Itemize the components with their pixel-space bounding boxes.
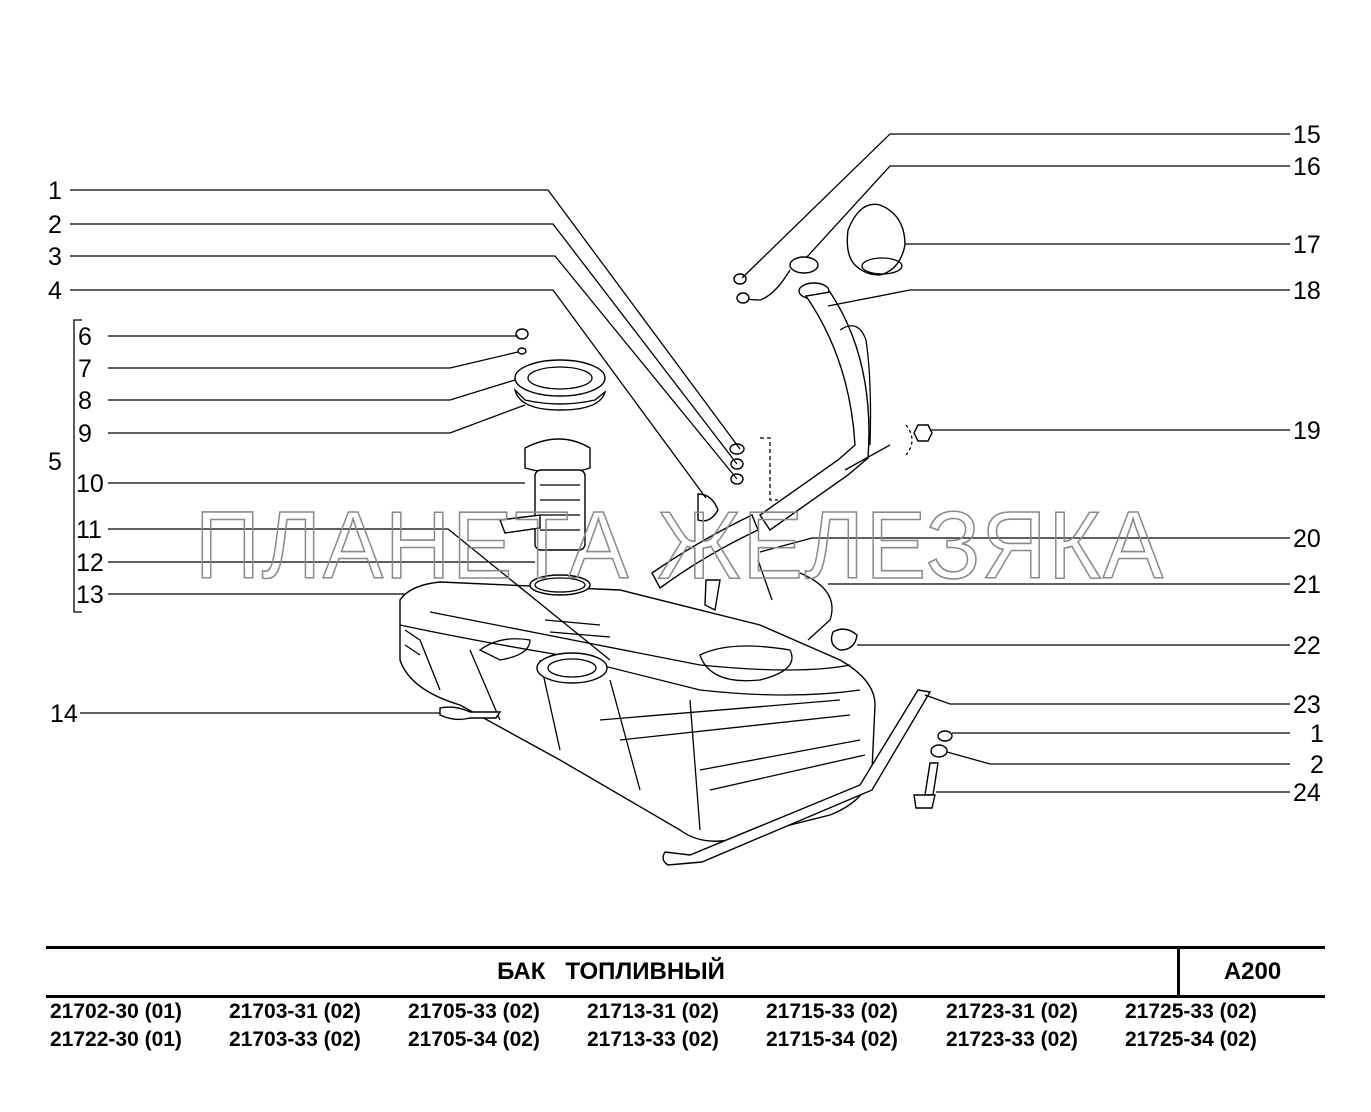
callout-label: 7 — [78, 355, 92, 383]
model-code: 21715-34 (02) — [766, 1028, 898, 1051]
model-code: 21713-33 (02) — [587, 1028, 719, 1051]
callout-group-label: 5 — [48, 448, 62, 476]
callout-label: 2 — [1310, 751, 1324, 779]
callout-label: 2 — [48, 211, 62, 239]
leader-lines — [70, 133, 1290, 793]
callout-label: 15 — [1293, 121, 1321, 149]
model-code: 21725-34 (02) — [1125, 1028, 1257, 1051]
callout-label: 11 — [76, 516, 102, 544]
callout-label: 22 — [1293, 632, 1321, 660]
model-row: 21702-30 (01) 21703-31 (02) 21705-33 (02… — [46, 1000, 1336, 1028]
title-block: БАК ТОПЛИВНЫЙ A200 — [46, 946, 1325, 998]
mounting-straps — [439, 689, 953, 866]
callout-label: 17 — [1293, 231, 1321, 259]
callout-label: 9 — [78, 420, 92, 448]
callout-label: 13 — [76, 581, 104, 609]
diagram-title: БАК ТОПЛИВНЫЙ — [497, 958, 725, 985]
model-code: 21723-31 (02) — [946, 1000, 1078, 1023]
model-code: 21702-30 (01) — [50, 1000, 182, 1023]
model-row: 21722-30 (01) 21703-33 (02) 21705-34 (02… — [46, 1028, 1336, 1056]
callout-label: 19 — [1293, 417, 1321, 445]
fuel-tank-exploded-diagram: 1 2 3 4 6 7 8 9 10 11 12 13 14 5 15 16 1… — [48, 121, 1324, 866]
callout-label: 21 — [1293, 571, 1321, 599]
callout-label: 12 — [76, 549, 104, 577]
callout-label: 24 — [1293, 779, 1321, 807]
model-code: 21725-33 (02) — [1125, 1000, 1257, 1023]
model-code: 21715-33 (02) — [766, 1000, 898, 1023]
model-code: 21722-30 (01) — [50, 1028, 182, 1051]
left-callouts: 1 2 3 4 6 7 8 9 10 11 12 13 14 5 — [48, 177, 104, 728]
callout-label: 8 — [78, 387, 92, 415]
callout-label: 23 — [1293, 691, 1321, 719]
callout-label: 16 — [1293, 153, 1321, 181]
model-list: 21702-30 (01) 21703-31 (02) 21705-33 (02… — [46, 1000, 1336, 1056]
callout-label: 3 — [48, 243, 62, 271]
callout-label: 20 — [1293, 525, 1321, 553]
model-code: 21705-34 (02) — [408, 1028, 540, 1051]
watermark: ПЛАНЕТА ЖЕЛЕЗЯКА — [195, 492, 1165, 599]
title-divider — [1177, 949, 1180, 995]
model-code: 21713-31 (02) — [587, 1000, 719, 1023]
callout-label: 6 — [78, 323, 92, 351]
right-callouts: 15 16 17 18 19 20 21 22 23 1 2 24 — [1293, 121, 1324, 807]
model-code: 21703-33 (02) — [229, 1028, 361, 1051]
callout-label: 10 — [76, 470, 104, 498]
callout-label: 18 — [1293, 277, 1321, 305]
callout-label: 14 — [50, 700, 78, 728]
model-code: 21703-31 (02) — [229, 1000, 361, 1023]
model-code: 21723-33 (02) — [946, 1028, 1078, 1051]
fuel-tank — [399, 581, 876, 842]
callout-label: 1 — [1310, 720, 1324, 748]
callout-label: 4 — [48, 277, 62, 305]
model-code: 21705-33 (02) — [408, 1000, 540, 1023]
sheet-code: A200 — [1223, 958, 1282, 985]
callout-label: 1 — [48, 177, 62, 205]
fuel-pump-module — [499, 328, 607, 596]
